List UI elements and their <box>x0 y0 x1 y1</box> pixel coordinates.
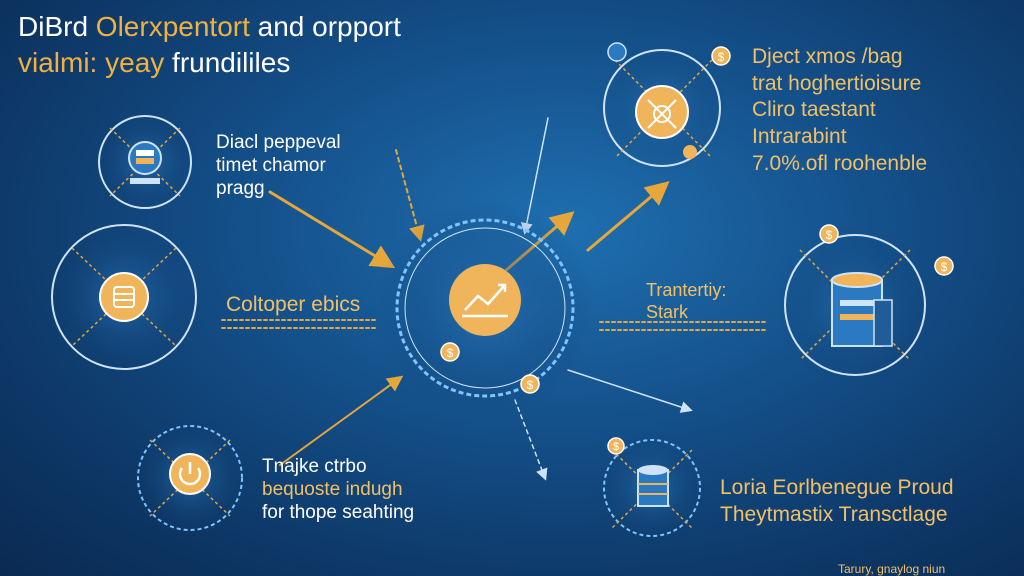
dollar-coin-icon: $ <box>941 260 948 274</box>
page-subtitle: vialmi: yeay frundililes <box>18 46 290 80</box>
page-title: DiBrd Olerxpentort and orpport <box>18 10 401 44</box>
title-line2-part2: frundililes <box>164 47 291 78</box>
label-top-left: Diacl peppeval timet chamor pragg <box>216 132 341 200</box>
label-top-right: Dject xmos /bag trat hoghertioisure Clir… <box>752 44 927 177</box>
dollar-coin-icon: $ <box>718 50 725 64</box>
connector-bottom-right <box>567 369 693 413</box>
connector-bottom <box>514 399 548 481</box>
node-right-mid: $ $ <box>777 224 954 383</box>
node-top-right: $ <box>596 42 731 174</box>
dollar-coin-icon: $ <box>826 228 833 242</box>
chart-growth-icon <box>462 283 508 318</box>
power-icon <box>178 462 202 486</box>
label-line: bequoste indugh <box>262 478 403 500</box>
dollar-coin-icon: $ <box>613 441 619 453</box>
title-line1-part1: DiBrd <box>18 11 96 42</box>
connector-top-left <box>268 190 396 269</box>
label-line: Intrarabint <box>752 124 847 148</box>
footer-caption: Tarury, gnaylog niun <box>838 562 946 576</box>
database-icon <box>113 286 135 308</box>
connector-top-right <box>586 181 670 252</box>
satellite-dish-icon <box>647 99 677 129</box>
label-line: Diacl peppeval <box>216 132 341 153</box>
label-line: trat hoghertioisure <box>752 71 922 95</box>
label-left-mid: Coltoper ebics <box>226 293 361 316</box>
server-icon <box>136 150 154 164</box>
label-line: Stark <box>646 301 689 322</box>
storage-cylinder-icon <box>831 272 893 347</box>
connector-bottom-left <box>279 375 404 466</box>
node-left-mid <box>46 219 202 375</box>
label-line: for thope seahting <box>262 501 415 523</box>
hub-node: $ $ <box>375 198 595 418</box>
label-line: 7.0%.ofl roohenble <box>752 151 928 175</box>
label-line: pragg <box>216 177 265 199</box>
label-right-mid: Trantertiy: Stark <box>646 280 726 323</box>
title-line2-part1: vialmi: yeay <box>18 47 165 78</box>
label-line: Theytmastix Transctlage <box>720 503 948 527</box>
dollar-coin-icon: $ <box>447 346 454 360</box>
label-line: Dject xmos /bag <box>752 45 903 68</box>
title-line1-part3: and orpport <box>249 11 401 42</box>
label-line: Trantertiy: <box>646 280 727 300</box>
data-barrel-icon <box>637 465 669 507</box>
node-bottom-left <box>130 418 250 538</box>
label-bottom-left: Tnajke ctrbo bequoste indugh for thope s… <box>262 456 414 524</box>
node-top-left <box>93 110 197 214</box>
label-line: Loria Eorlbenegue Proud <box>720 476 954 499</box>
dollar-coin-icon: $ <box>527 378 534 392</box>
node-bottom-right: $ <box>596 432 708 544</box>
label-line: Cliro taestant <box>752 98 876 122</box>
title-line1-part2: Olerxpentort <box>95 11 250 42</box>
label-line: timet chamor <box>216 154 326 176</box>
label-line: Tnajke ctrbo <box>262 456 367 477</box>
label-bottom-right: Loria Eorlbenegue Proud Theytmastix Tran… <box>720 474 954 529</box>
